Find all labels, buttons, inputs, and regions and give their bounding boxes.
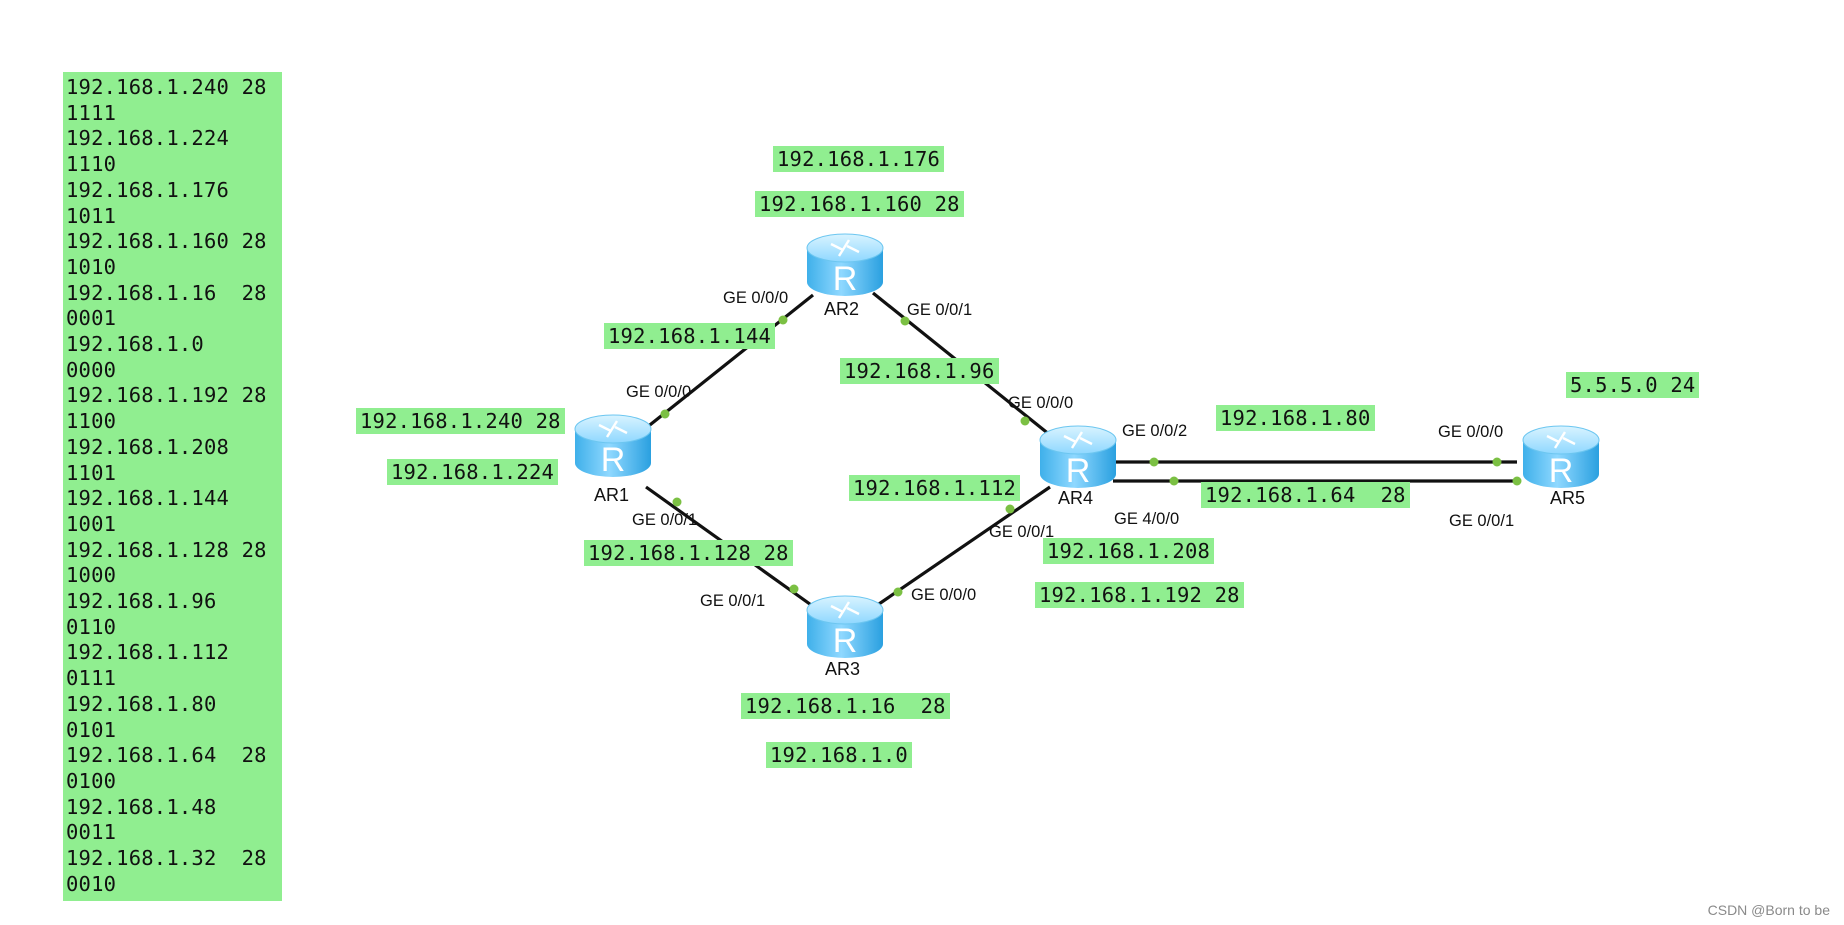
port-dot <box>893 587 903 597</box>
subnet-list-line: 192.168.1.144 <box>66 486 230 511</box>
tag-ar5-loop: 5.5.5.0 24 <box>1566 372 1700 398</box>
port-label-ar3-g000: GE 0/0/0 <box>911 586 976 604</box>
tag-ar3-bottom: 192.168.1.0 <box>766 742 912 768</box>
subnet-list-line: 192.168.1.160 28 <box>66 229 267 254</box>
subnet-list-line: 192.168.1.112 <box>66 640 230 665</box>
tag-ar4-ar5-top: 192.168.1.80 <box>1216 405 1375 431</box>
router-ar5-icon[interactable]: R <box>1522 425 1600 490</box>
subnet-list-line: 0011 <box>66 820 117 845</box>
port-label-ar4-g002: GE 0/0/2 <box>1122 422 1187 440</box>
tag-ar2-bottom: 192.168.1.160 28 <box>755 191 964 217</box>
svg-text:R: R <box>1066 452 1091 490</box>
router-ar3-icon[interactable]: R <box>806 595 884 660</box>
subnet-list-line: 192.168.1.224 <box>66 126 230 151</box>
port-dot <box>1149 457 1159 467</box>
port-dot <box>1512 476 1522 486</box>
subnet-list-line: 192.168.1.176 <box>66 177 230 202</box>
subnet-list-line: 0001 <box>66 306 117 331</box>
port-dot <box>1020 416 1030 426</box>
router-ar1-icon[interactable]: R <box>574 414 652 479</box>
tag-ar2-ar4-link: 192.168.1.96 <box>840 358 999 384</box>
subnet-list-line: 1000 <box>66 563 117 588</box>
tag-ar1-ar3-link: 192.168.1.128 28 <box>584 540 793 566</box>
subnet-list-line: 192.168.1.64 28 <box>66 743 267 768</box>
tag-ar4-top: 192.168.1.208 <box>1043 538 1215 564</box>
port-label-ar2-g000: GE 0/0/0 <box>723 289 788 307</box>
svg-text:R: R <box>833 260 858 298</box>
tag-ar3-top: 192.168.1.16 28 <box>741 693 950 719</box>
router-ar4-icon[interactable]: R <box>1039 425 1117 490</box>
subnet-list-line: 0100 <box>66 768 117 793</box>
subnet-list-line: 1111 <box>66 100 117 125</box>
subnet-list-line: 0110 <box>66 614 117 639</box>
tag-ar1-ar2-link: 192.168.1.144 <box>604 323 776 349</box>
subnet-list-line: 192.168.1.80 <box>66 691 217 716</box>
port-label-ar4-g000: GE 0/0/0 <box>1008 394 1073 412</box>
subnet-list-line: 0010 <box>66 871 117 896</box>
subnet-list-line: 0000 <box>66 357 117 382</box>
port-dot <box>1005 504 1015 514</box>
port-dot <box>900 316 910 326</box>
router-ar4-label: AR4 <box>1058 488 1093 508</box>
subnet-list-line: 1110 <box>66 152 117 177</box>
subnet-list-line: 192.168.1.128 28 <box>66 537 267 562</box>
port-label-ar4-g001: GE 0/0/1 <box>989 523 1054 541</box>
subnet-list-line: 1001 <box>66 511 117 536</box>
port-dot <box>778 315 788 325</box>
router-ar2-icon[interactable]: R <box>806 233 884 298</box>
router-ar2-label: AR2 <box>824 299 859 319</box>
subnet-list-line: 1011 <box>66 203 117 228</box>
port-dot <box>672 497 682 507</box>
subnet-list-line: 1101 <box>66 460 117 485</box>
link-ar3-ar4 <box>875 485 1051 608</box>
tag-ar1-top: 192.168.1.240 28 <box>356 408 565 434</box>
subnet-list-line: 192.168.1.0 <box>66 332 204 357</box>
subnet-list-line: 192.168.1.96 <box>66 589 217 614</box>
port-dot <box>1169 476 1179 486</box>
subnet-list-line: 0111 <box>66 666 117 691</box>
tag-ar1-bottom: 192.168.1.224 <box>387 459 559 485</box>
subnet-list-line: 192.168.1.16 28 <box>66 280 267 305</box>
subnet-list-line: 192.168.1.48 <box>66 794 217 819</box>
tag-ar4-ar5-bottom: 192.168.1.64 28 <box>1201 482 1410 508</box>
subnet-list-line: 1100 <box>66 409 117 434</box>
svg-text:R: R <box>1549 452 1574 490</box>
watermark: CSDN @Born to be <box>1707 902 1830 918</box>
tag-ar4-bottom: 192.168.1.192 28 <box>1035 582 1244 608</box>
subnet-list-line: 192.168.1.192 28 <box>66 383 267 408</box>
port-label-ar5-g000: GE 0/0/0 <box>1438 423 1503 441</box>
port-label-ar1-g001: GE 0/0/1 <box>632 511 697 529</box>
port-dot <box>1492 457 1502 467</box>
subnet-list-line: 192.168.1.240 28 <box>66 75 267 99</box>
subnet-list-line: 1010 <box>66 254 117 279</box>
port-label-ar3-g001: GE 0/0/1 <box>700 592 765 610</box>
tag-ar2-top: 192.168.1.176 <box>773 146 945 172</box>
router-ar5-label: AR5 <box>1550 488 1585 508</box>
port-label-ar5-g001: GE 0/0/1 <box>1449 512 1514 530</box>
subnet-list-line: 0101 <box>66 717 117 742</box>
svg-text:R: R <box>833 622 858 660</box>
subnet-list-line: 192.168.1.32 28 <box>66 846 267 871</box>
port-label-ar2-g001: GE 0/0/1 <box>907 301 972 319</box>
port-label-ar4-g400: GE 4/0/0 <box>1114 510 1179 528</box>
tag-ar3-ar4-link: 192.168.1.112 <box>849 475 1021 501</box>
router-ar1-label: AR1 <box>594 485 629 505</box>
svg-text:R: R <box>601 441 626 479</box>
subnet-list-line: 192.168.1.208 <box>66 434 230 459</box>
port-dot <box>660 409 670 419</box>
port-label-ar1-g000: GE 0/0/0 <box>626 383 691 401</box>
router-ar3-label: AR3 <box>825 659 860 679</box>
port-dot <box>789 584 799 594</box>
